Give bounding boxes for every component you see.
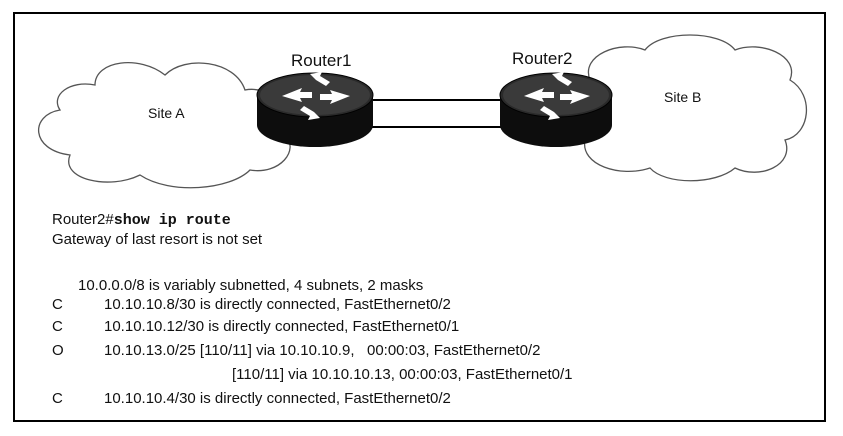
site-b-cloud bbox=[566, 34, 807, 182]
site-a-cloud bbox=[37, 62, 291, 189]
route-code: C bbox=[52, 390, 63, 407]
site-a-label: Site A bbox=[148, 105, 185, 121]
cli-command: show ip route bbox=[113, 212, 231, 229]
route-text: [110/11] via 10.10.10.13, 00:00:03, Fast… bbox=[232, 366, 573, 383]
cli-summary-line: 10.0.0.0/8 is variably subnetted, 4 subn… bbox=[78, 277, 424, 294]
route-text: 10.10.10.4/30 is directly connected, Fas… bbox=[104, 390, 451, 407]
route-code: O bbox=[52, 342, 64, 359]
site-b-label: Site B bbox=[664, 89, 702, 105]
cli-prompt: Router2# bbox=[52, 211, 114, 228]
router2-label: Router2 bbox=[512, 49, 573, 68]
cli-command-line: Router2#show ip route bbox=[52, 211, 231, 230]
route-code: C bbox=[52, 296, 63, 313]
route-text: 10.10.10.8/30 is directly connected, Fas… bbox=[104, 296, 451, 313]
route-text: 10.10.13.0/25 [110/11] via 10.10.10.9, 0… bbox=[104, 342, 541, 359]
route-text: 10.10.10.12/30 is directly connected, Fa… bbox=[104, 318, 460, 335]
route-code: C bbox=[52, 318, 63, 335]
router1-icon bbox=[256, 72, 374, 147]
cli-gateway-line: Gateway of last resort is not set bbox=[52, 231, 263, 248]
router2-icon bbox=[499, 72, 613, 147]
router1-label: Router1 bbox=[291, 51, 352, 70]
